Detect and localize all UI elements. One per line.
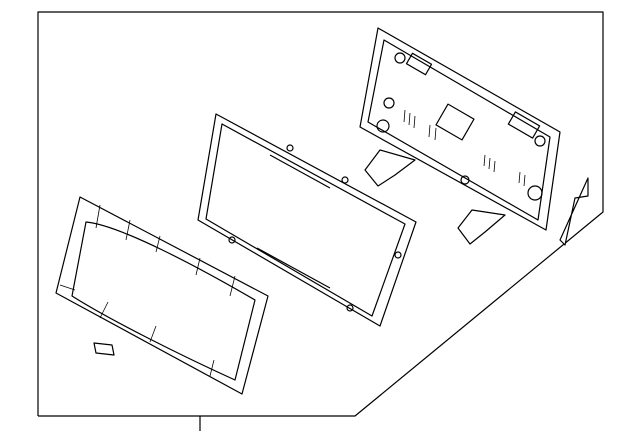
display-panel [197,113,417,327]
diagram-frame [37,11,604,431]
rear-housing [359,27,589,246]
clip-part [93,342,115,356]
front-bezel [55,196,269,395]
